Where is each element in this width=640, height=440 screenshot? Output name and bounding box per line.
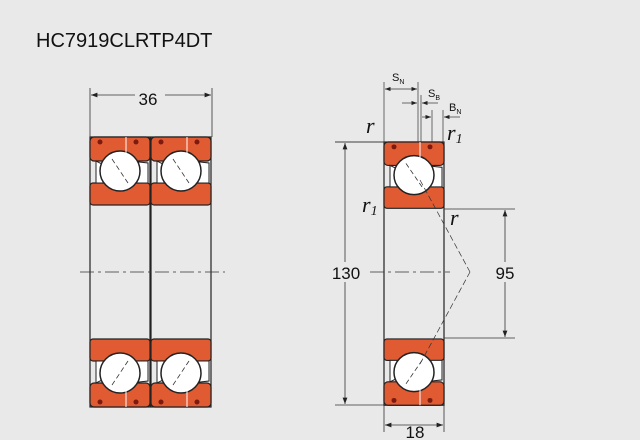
bn-label: BN: [449, 102, 461, 116]
inner-diameter-label: 95: [496, 264, 515, 283]
bearing-pair-view: 36: [80, 88, 225, 407]
single-bearing-view: 130 95 18 SN SB: [328, 72, 520, 440]
outer-diameter-label: 130: [332, 264, 360, 283]
part-number-title: HC7919CLRTP4DT: [36, 30, 213, 52]
r-label-side: r: [450, 205, 459, 230]
r1-label-side: r1: [362, 192, 378, 219]
sb-label: SB: [428, 88, 440, 102]
r1-label-top: r1: [447, 120, 463, 147]
sn-label: SN: [392, 72, 404, 86]
width-single-label: 18: [406, 423, 425, 440]
width-pair-label: 36: [139, 90, 158, 109]
r-label-top: r: [366, 113, 375, 138]
bearing-single: [384, 142, 444, 405]
